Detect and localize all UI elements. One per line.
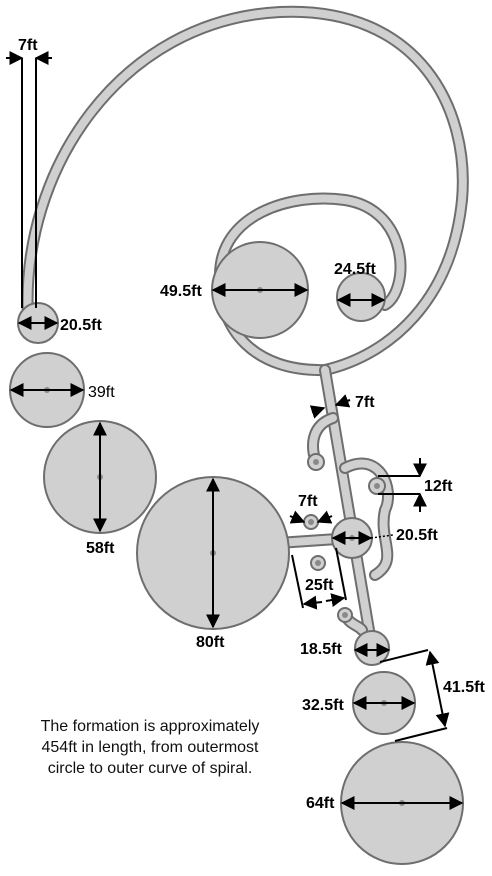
- label-circle-64: 64ft: [306, 795, 335, 812]
- dimension-lines: [6, 51, 464, 810]
- label-tail-circle-2: 39ft: [88, 384, 115, 401]
- spiral-path: [21, 5, 469, 377]
- label-path-width: 7ft: [355, 394, 375, 411]
- label-gap-distance: 41.5ft: [443, 679, 485, 696]
- label-spiral-circle-small: 24.5ft: [334, 261, 376, 278]
- label-tail-circle-3: 58ft: [86, 540, 115, 557]
- label-lower-circle: 18.5ft: [300, 641, 342, 658]
- label-tail-circle-1: 20.5ft: [60, 317, 102, 334]
- label-small-bud: 7ft: [298, 493, 318, 510]
- bud-right-center: [374, 483, 380, 489]
- bud-upper-left-center: [313, 459, 319, 465]
- bud-lower-center: [315, 560, 321, 566]
- lower-circle: [354, 630, 390, 666]
- label-circle-32: 32.5ft: [302, 697, 344, 714]
- label-tail-circle-4: 80ft: [196, 634, 225, 651]
- main-stem: [272, 364, 394, 654]
- label-junction-circle: 20.5ft: [396, 527, 438, 544]
- label-spiral-circle-large: 49.5ft: [160, 283, 202, 300]
- formation-note: The formation is approximately 454ft in …: [0, 716, 300, 779]
- label-right-ring-gap: 12ft: [424, 478, 453, 495]
- label-branch-length: 25ft: [305, 577, 334, 594]
- spiral-circle-small: [336, 272, 386, 322]
- note-line-3: circle to outer curve of spiral.: [47, 760, 253, 777]
- note-line-1: The formation is approximately: [40, 718, 260, 735]
- note-line-2: 454ft in length, from outermost: [41, 739, 259, 756]
- bud-small-center: [308, 519, 314, 525]
- label-top-width: 7ft: [18, 37, 38, 54]
- bud-lower-left-center: [342, 612, 348, 618]
